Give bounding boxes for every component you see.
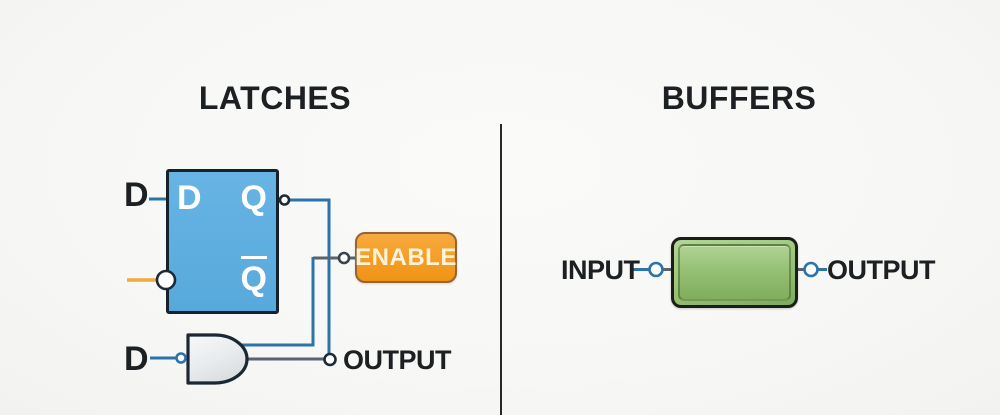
buffer-output-port[interactable] bbox=[803, 261, 819, 278]
output-label-buffer: OUTPUT bbox=[827, 255, 936, 285]
buffer-component[interactable] bbox=[671, 237, 798, 308]
enable-to-gate-wire bbox=[240, 257, 315, 347]
and-gate[interactable] bbox=[186, 333, 249, 385]
panel-divider bbox=[500, 124, 502, 415]
latch-qbar-pin-label: Q bbox=[240, 256, 267, 296]
d-input-label-latch: D bbox=[124, 176, 149, 214]
q-output-wire bbox=[290, 198, 331, 354]
enable-button[interactable]: ENABLE bbox=[355, 232, 457, 283]
gate-d-input-port[interactable] bbox=[175, 352, 187, 364]
input-label-buffer: INPUT bbox=[561, 255, 640, 285]
buffers-title: BUFFERS bbox=[661, 80, 817, 116]
output-label-latch: OUTPUT bbox=[343, 345, 452, 375]
q-output-port[interactable] bbox=[278, 194, 291, 206]
d-input-label-gate: D bbox=[124, 340, 149, 378]
buffer-inner-bevel bbox=[678, 244, 791, 301]
latch-q-pin-label: Q bbox=[240, 179, 267, 217]
latches-title: LATCHES bbox=[198, 80, 352, 116]
buffer-input-port[interactable] bbox=[648, 261, 664, 278]
output-port-latch[interactable] bbox=[323, 352, 337, 367]
enable-port[interactable] bbox=[337, 251, 351, 265]
d-latch-component[interactable]: D Q Q bbox=[166, 169, 279, 314]
latch-d-pin-label: D bbox=[177, 179, 202, 217]
enable-bubble-icon[interactable] bbox=[155, 269, 177, 291]
